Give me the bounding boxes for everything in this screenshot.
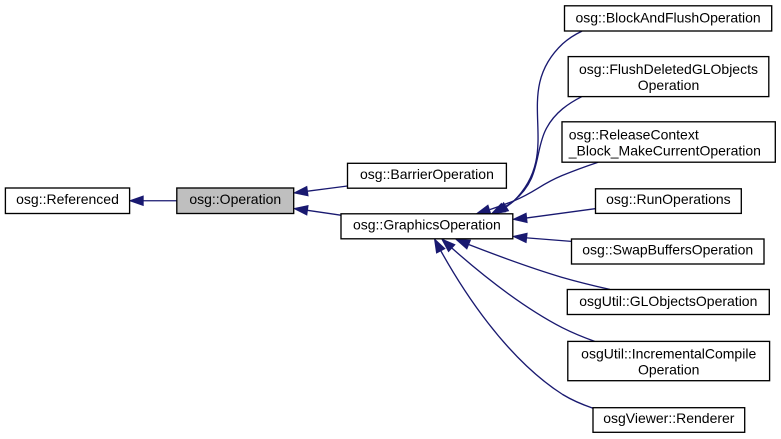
- svg-text:Operation: Operation: [638, 77, 699, 93]
- svg-text:osg::RunOperations: osg::RunOperations: [606, 191, 731, 207]
- svg-text:osgUtil::GLObjectsOperation: osgUtil::GLObjectsOperation: [579, 293, 757, 309]
- svg-text:osgUtil::IncrementalCompile: osgUtil::IncrementalCompile: [581, 346, 756, 362]
- svg-text:osg::FlushDeletedGLObjects: osg::FlushDeletedGLObjects: [579, 61, 758, 77]
- svg-text:osg::Referenced: osg::Referenced: [16, 191, 119, 207]
- svg-text:Operation: Operation: [638, 361, 699, 377]
- svg-text:osg::BlockAndFlushOperation: osg::BlockAndFlushOperation: [575, 9, 760, 25]
- svg-text:osgViewer::Renderer: osgViewer::Renderer: [603, 410, 735, 426]
- svg-text:osg::SwapBuffersOperation: osg::SwapBuffersOperation: [582, 242, 753, 258]
- svg-text:osg::BarrierOperation: osg::BarrierOperation: [360, 166, 494, 182]
- svg-text:_Block_MakeCurrentOperation: _Block_MakeCurrentOperation: [568, 143, 761, 159]
- svg-text:osg::GraphicsOperation: osg::GraphicsOperation: [353, 216, 501, 232]
- svg-text:osg::Operation: osg::Operation: [189, 191, 281, 207]
- svg-text:osg::ReleaseContext: osg::ReleaseContext: [569, 127, 699, 143]
